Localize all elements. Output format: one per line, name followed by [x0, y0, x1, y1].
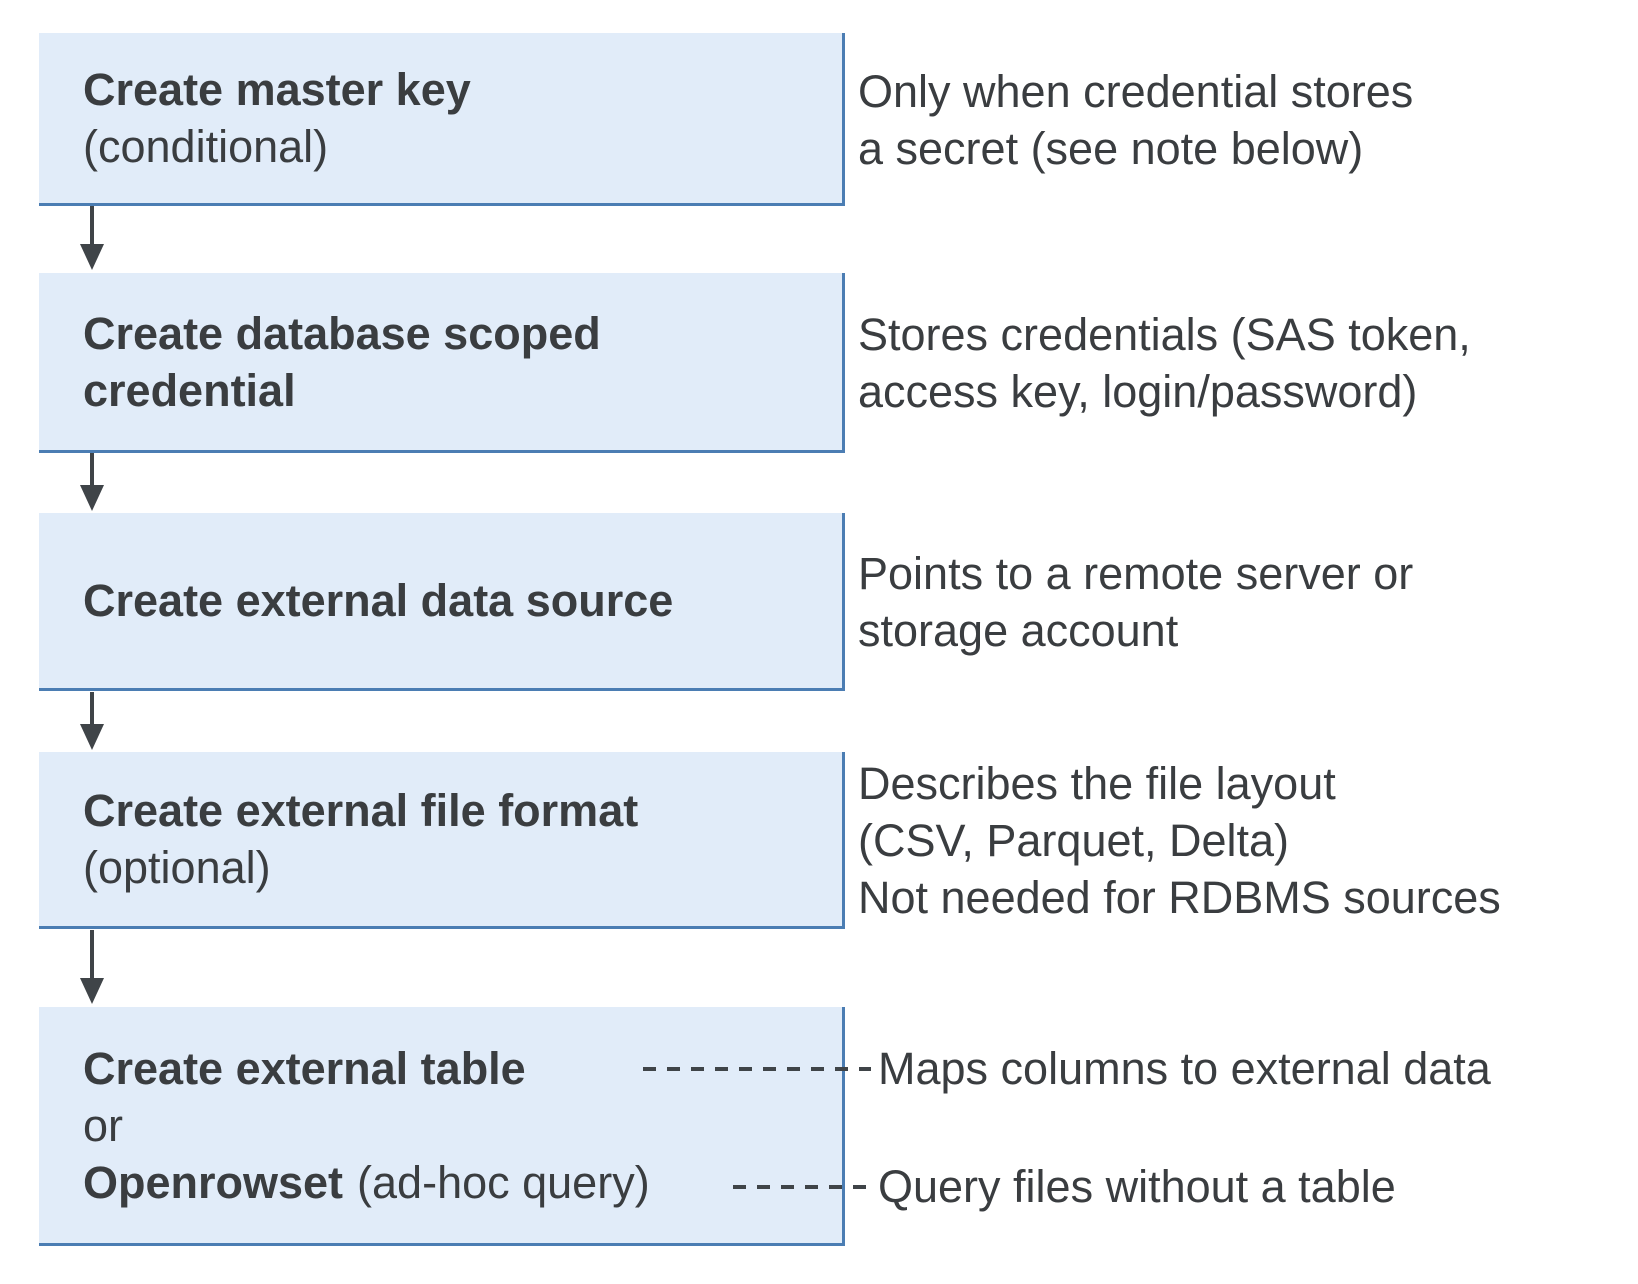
note-external-file-format: Describes the file layout (CSV, Parquet,… [858, 752, 1501, 929]
arrow-shaft [90, 930, 94, 981]
arrow-shaft [90, 692, 94, 727]
note-database-scoped-credential: Stores credentials (SAS token, access ke… [858, 273, 1471, 453]
arrow-head-icon [80, 244, 104, 270]
note-external-data-source: Points to a remote server or storage acc… [858, 513, 1413, 691]
note-line: storage account [858, 605, 1179, 656]
note-external-table: Maps columns to external data [878, 1043, 1491, 1094]
step-box-create-external-table-or-openrowset: Create external table or Openrowset(ad-h… [39, 1007, 845, 1246]
step-title-line2: credential [83, 364, 296, 416]
step-box-create-master-key: Create master key (conditional) [39, 33, 845, 206]
step-qualifier: (conditional) [83, 121, 329, 172]
note-master-key: Only when credential stores a secret (se… [858, 33, 1413, 206]
note-line: Describes the file layout [858, 758, 1336, 809]
note-line: (CSV, Parquet, Delta) [858, 815, 1290, 866]
flow-arrow [80, 206, 104, 270]
step-title: Create external table [83, 1042, 526, 1094]
step-conjunction: or [83, 1099, 124, 1151]
arrow-head-icon [80, 485, 104, 511]
step-title: Create external file format [83, 785, 639, 836]
note-openrowset: Query files without a table [878, 1161, 1396, 1212]
flow-arrow [80, 692, 104, 750]
note-line: Stores credentials (SAS token, [858, 309, 1471, 360]
arrow-shaft [90, 453, 94, 488]
step-box-create-database-scoped-credential: Create database scoped credential [39, 273, 845, 453]
dashed-connector-table [643, 1067, 871, 1071]
note-line: Points to a remote server or [858, 548, 1414, 599]
arrow-shaft [90, 206, 94, 247]
step-title: Create database scoped [83, 307, 601, 359]
note-line: Not needed for RDBMS sources [858, 872, 1501, 923]
step-title: Create master key [83, 64, 471, 115]
step-box-create-external-data-source: Create external data source [39, 513, 845, 691]
step-qualifier: (optional) [83, 842, 271, 893]
step-box-create-external-file-format: Create external file format (optional) [39, 752, 845, 929]
step-title: Create external data source [83, 575, 674, 626]
note-line: a secret (see note below) [858, 122, 1364, 174]
step-alt-line: Openrowset(ad-hoc query) [83, 1154, 842, 1211]
note-line: Only when credential stores [858, 65, 1414, 117]
flow-arrow [80, 453, 104, 511]
dashed-connector-openrowset [733, 1185, 868, 1189]
flow-arrow [80, 930, 104, 1004]
arrow-head-icon [80, 724, 104, 750]
note-line: access key, login/password) [858, 366, 1418, 417]
step-alt-qualifier: (ad-hoc query) [357, 1156, 650, 1208]
arrow-head-icon [80, 978, 104, 1004]
step-alt-title: Openrowset [83, 1156, 344, 1208]
